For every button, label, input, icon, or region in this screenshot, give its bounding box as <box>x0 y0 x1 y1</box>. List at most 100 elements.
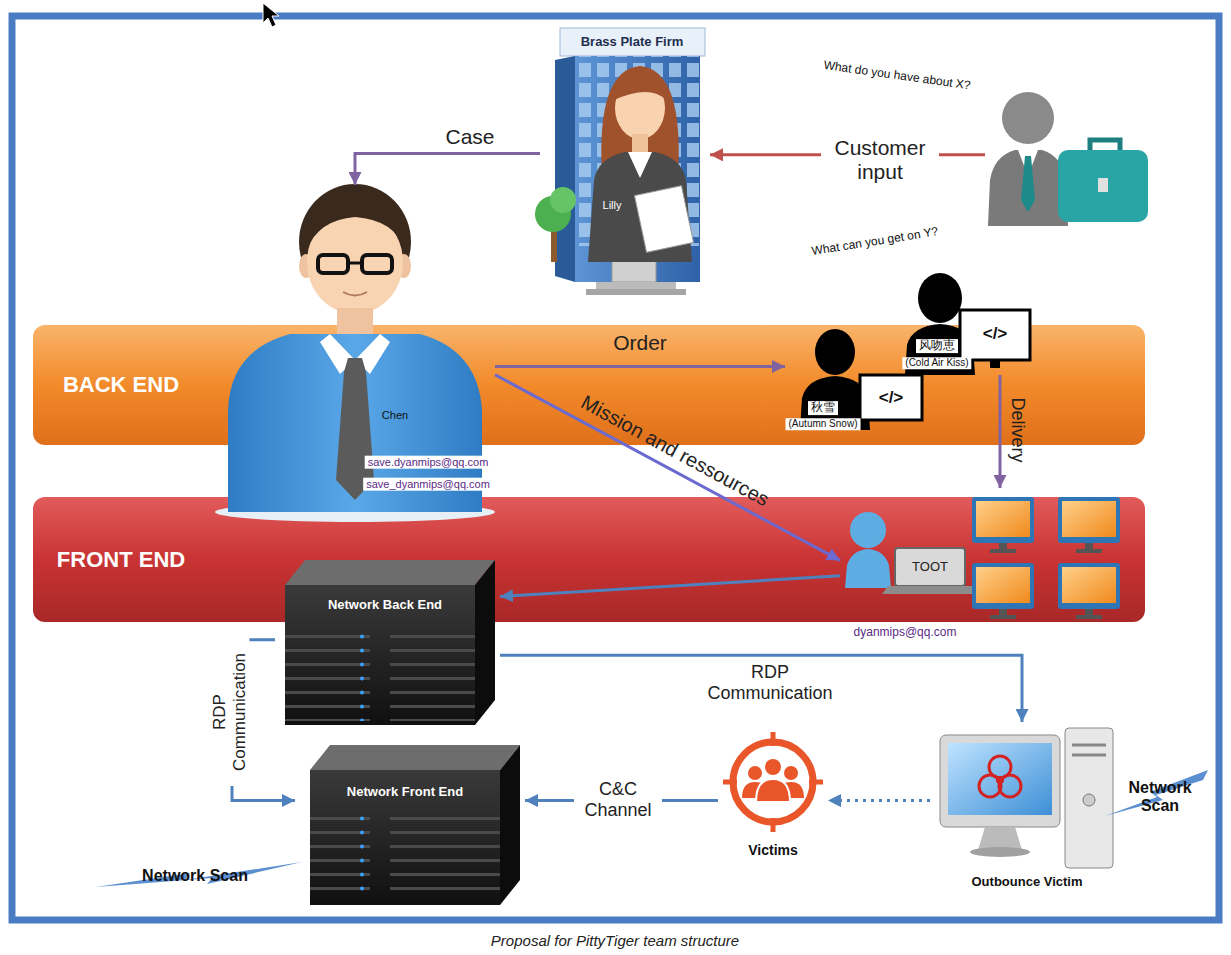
edge-label: RDP Communication <box>695 662 845 703</box>
woman-figure <box>632 134 648 154</box>
bands <box>33 325 1145 622</box>
network-scan-arrow <box>96 862 302 887</box>
building <box>586 289 686 295</box>
victims-icon <box>748 766 762 780</box>
annotation: Network Scan <box>1125 779 1196 816</box>
building <box>575 56 700 282</box>
victims-icon <box>723 732 823 832</box>
server-back-end <box>285 585 475 725</box>
annotation: Network Scan <box>142 867 248 885</box>
connector <box>355 153 540 185</box>
node-text: 风吻恵 <box>916 339 958 353</box>
server-front-end <box>500 745 520 905</box>
server: Network Back End <box>275 555 500 728</box>
node-text: Brass Plate Firm <box>581 35 684 50</box>
node-text: BACK END <box>63 372 179 397</box>
coder-figures <box>815 329 855 375</box>
band: FRONT ENDTOOTdyanmips@qq.com <box>33 497 1145 622</box>
victims-icon <box>771 732 776 746</box>
infected-computer <box>1083 794 1095 806</box>
building <box>596 282 676 289</box>
customer-figure: What do you have about X?What can you ge… <box>985 90 1150 228</box>
node-text: FRONT END <box>57 547 185 572</box>
coder-figures <box>960 310 1030 360</box>
node-text: TOOT <box>912 560 948 575</box>
chen-figure <box>348 262 362 265</box>
operator-workstation: TOOT dyanmips@qq.com <box>840 488 1135 642</box>
connector <box>500 576 840 597</box>
frame <box>12 16 1219 920</box>
node-text: (Autumn Snow) <box>786 418 861 430</box>
victims-icon <box>733 742 813 822</box>
customer-figure <box>1002 92 1054 144</box>
edge-label: Order <box>613 331 667 355</box>
operator-workstation <box>1058 563 1120 619</box>
coder-figures <box>860 375 922 420</box>
customer-figure <box>988 150 1068 226</box>
edge-label: Case <box>445 125 494 149</box>
infected-computer <box>1072 754 1106 757</box>
victims-icon <box>723 780 737 785</box>
infected-computer <box>1072 744 1106 747</box>
infected-computer <box>970 847 1030 857</box>
customer-figure <box>1021 156 1035 212</box>
band: BACK END 风吻恵 (Cold Air Kiss) 秋雪 (Autumn Snow… <box>33 325 1145 445</box>
woman-figure <box>614 72 666 100</box>
node-text: dyanmips@qq.com <box>854 626 957 640</box>
operator-workstation <box>972 563 1034 619</box>
operator-workstation <box>895 548 965 586</box>
chen-figure <box>337 308 373 338</box>
node-text: Chen <box>382 409 408 422</box>
chen-figure <box>362 255 392 273</box>
server-back-end <box>475 560 495 725</box>
node-text: Lilly <box>603 199 622 212</box>
node-text: (Cold Air Kiss) <box>902 357 971 369</box>
operator-workstation <box>850 512 886 548</box>
victims-icon <box>771 818 776 832</box>
infected-computer <box>1065 728 1113 868</box>
victims-icon: Victims <box>718 730 828 862</box>
node-text: 秋雪 <box>808 401 838 415</box>
bands <box>33 497 1145 622</box>
operator-workstation <box>1058 497 1120 553</box>
chen-figure <box>343 292 367 296</box>
node-text: Victims <box>748 842 798 858</box>
connector <box>500 655 1022 722</box>
operator-workstation <box>845 549 891 588</box>
victims-icon <box>764 758 782 776</box>
node-text: save_dyanmips@qq.com <box>363 478 493 491</box>
person-figure: Chensave.dyanmips@qq.comsave_dyanmips@qq… <box>215 185 495 515</box>
infected-computer <box>940 728 1113 868</box>
connector <box>828 799 930 802</box>
firm-building: Brass Plate FirmLilly <box>540 28 710 295</box>
customer-figure <box>1058 150 1148 222</box>
network-scan-arrow <box>96 770 1208 887</box>
building <box>535 28 705 295</box>
code-symbol: </> <box>879 388 904 408</box>
network-scan-arrow <box>1105 770 1208 816</box>
node-text: Network Front End <box>347 785 463 800</box>
woman-figure <box>628 152 652 178</box>
infected-computer <box>948 743 1052 815</box>
connector <box>495 365 785 368</box>
coder-figures <box>918 273 962 323</box>
operator-workstation <box>972 497 1034 553</box>
woman-figure <box>634 186 693 253</box>
code-symbol: </> <box>983 324 1008 344</box>
coder-figure: 秋雪 (Autumn Snow) <box>785 328 925 432</box>
server-front-end <box>310 770 500 905</box>
coder-figure: 风吻恵 (Cold Air Kiss) <box>895 272 1035 375</box>
server-back-end <box>285 560 495 585</box>
infected-computer <box>940 735 1060 827</box>
connector <box>495 375 840 561</box>
woman-figure <box>588 66 694 262</box>
edge-label: Customer input <box>821 136 939 184</box>
chen-figure <box>307 191 405 250</box>
operator-workstation <box>845 497 1120 619</box>
infected-computer <box>978 827 1022 850</box>
victims-icon <box>784 766 798 780</box>
infected-computer <box>996 776 1004 784</box>
building <box>550 187 576 213</box>
server: Network Front End <box>295 740 525 908</box>
